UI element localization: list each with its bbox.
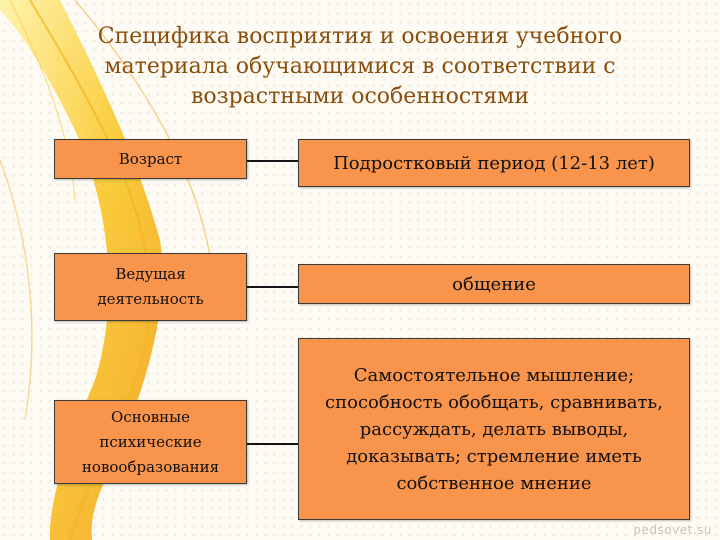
row-label-leading-activity: Ведущая деятельность — [54, 253, 247, 321]
page-title: Специфика восприятия и освоения учебного… — [97, 24, 623, 109]
connector-line-leading-activity — [247, 286, 298, 288]
row-value-leading-activity: общение — [298, 264, 690, 304]
row-label-age: Возраст — [54, 139, 247, 179]
connector-line-age — [247, 160, 298, 162]
connector-line-psychological-formations — [247, 443, 298, 445]
watermark: pedsovet.su — [633, 523, 712, 537]
row-value-psychological-formations: Самостоятельное мышление; способность об… — [298, 338, 690, 520]
row-value-age: Подростковый период (12-13 лет) — [298, 139, 690, 187]
row-label-psychological-formations: Основные психические новообразования — [54, 400, 247, 484]
